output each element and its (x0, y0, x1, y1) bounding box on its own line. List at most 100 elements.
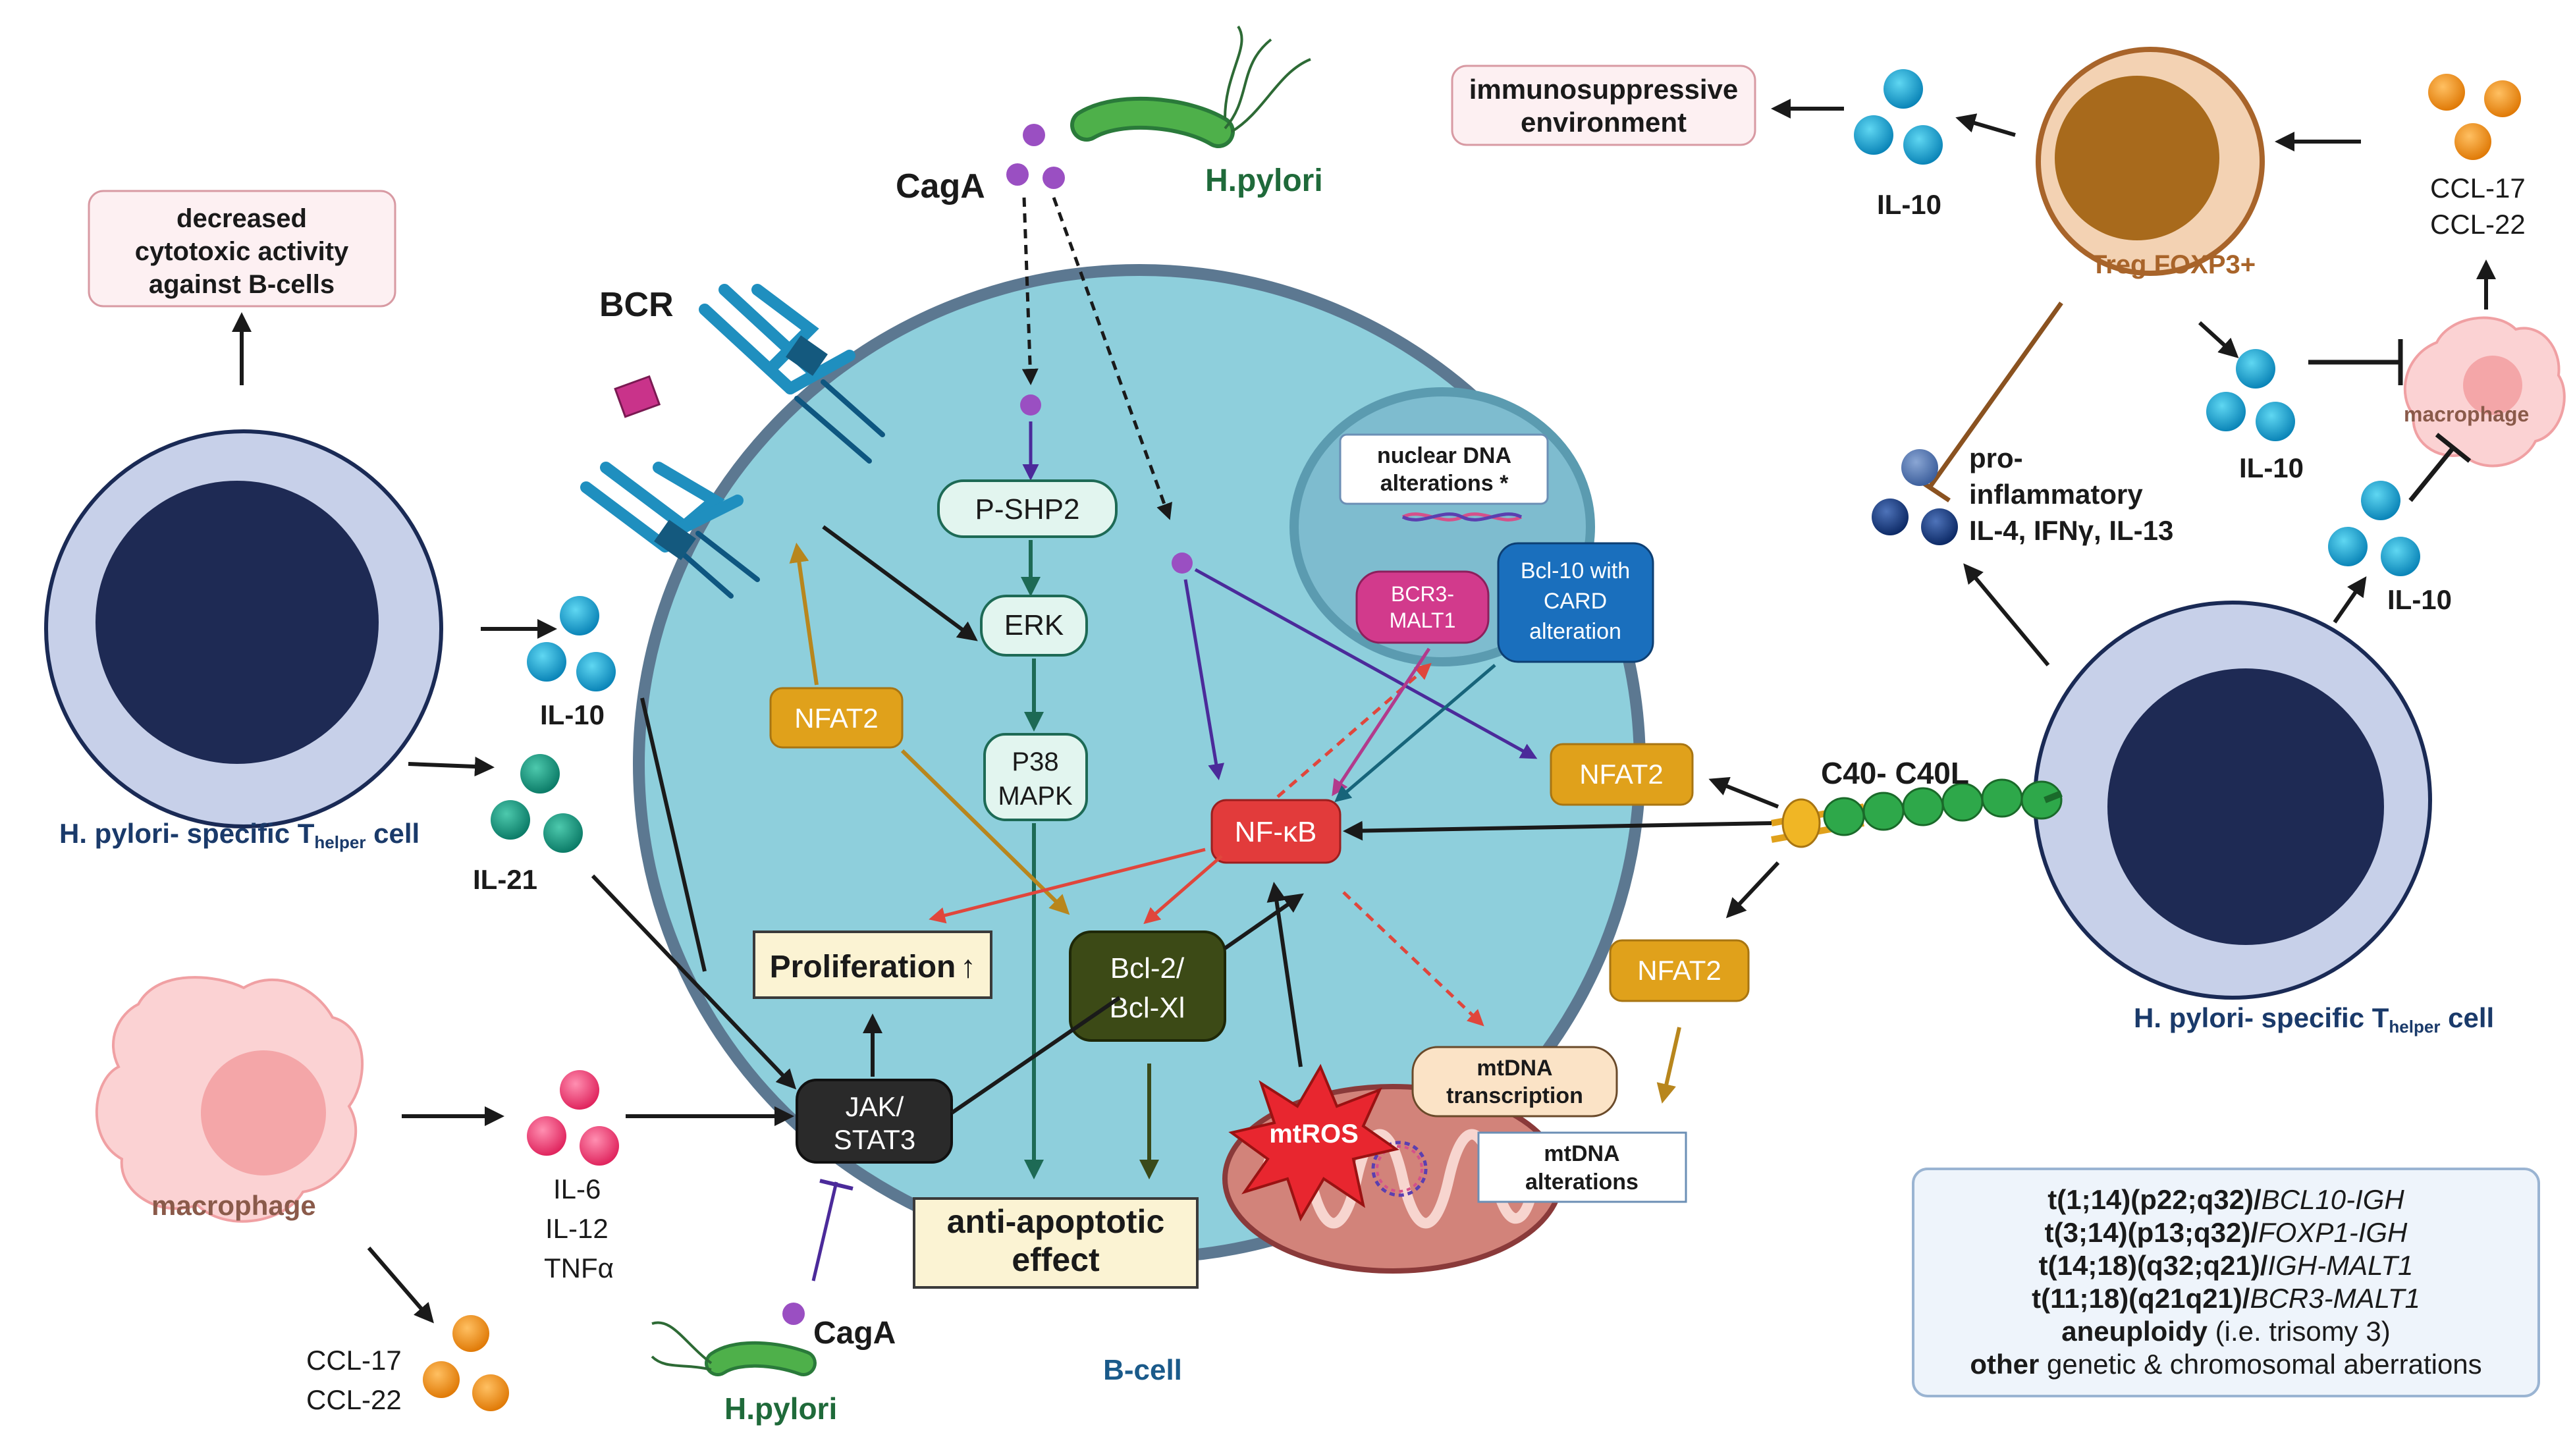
p38-l1: P38 (1012, 747, 1058, 776)
mtros-burst-icon (1228, 1064, 1399, 1222)
nfat2-right-label: NFAT2 (1579, 759, 1664, 790)
translocation-gene: FOXP1-IGH (2258, 1217, 2408, 1248)
antigen-icon (614, 375, 661, 418)
line-il10-jak (640, 697, 707, 972)
translocation-line: other genetic & chromosomal aberrations (1913, 1348, 2539, 1381)
treg-label: Treg FOXP3+ (2091, 250, 2256, 279)
arrow-cd40-nfkb (1343, 821, 1772, 841)
il10-cytokine-dot (527, 642, 566, 682)
erk-label: ERK (1004, 609, 1064, 641)
decreased-l3: against B-cells (149, 270, 335, 299)
translocation-code: t(3;14)(p13;q32)/ (2044, 1217, 2259, 1248)
il21-cytokine-dot (520, 754, 560, 794)
ccl17-left-label: CCL-17 (306, 1345, 402, 1376)
il10-cytokine-dot (1903, 125, 1943, 165)
nfat2-lower-label: NFAT2 (1637, 955, 1721, 986)
arrow-caga-diag (1052, 197, 1172, 520)
il12-label: IL-12 (545, 1213, 609, 1244)
translocation-code: t(1;14)(p22;q32)/ (2047, 1184, 2262, 1215)
translocation-gene: BCR3-MALT1 (2250, 1283, 2420, 1314)
macrophage-left-label: macrophage (151, 1190, 316, 1221)
inhibit-treg-proinf (1928, 301, 2063, 489)
bcl10-l1: Bcl-10 with (1521, 558, 1630, 583)
h-pylori-bacterium-bottom-icon (651, 1321, 817, 1376)
immuno-l2: environment (1521, 107, 1687, 138)
b-cell-label: B-cell (1103, 1354, 1182, 1386)
nfat2-right-node (1550, 743, 1694, 806)
inhibit-bar (2435, 433, 2472, 463)
jak-l1: JAK/ (846, 1091, 904, 1122)
nfkb-node (1210, 799, 1342, 864)
arrow-bcl10-nfkb (1334, 664, 1496, 803)
arrow-th-proinf (1963, 563, 2050, 666)
translocation-line: t(3;14)(p13;q32)/FOXP1-IGH (1913, 1216, 2539, 1249)
proinf-cytokine-dot (1921, 508, 1958, 545)
treg-nucleus (2055, 76, 2219, 240)
translocation-code: aneuploidy (2061, 1316, 2208, 1347)
arrow-bcl2-nfkb (1224, 893, 1304, 950)
arrow-nfkb-proliferation (929, 848, 1206, 924)
arrow-mtros-nfkb (1266, 882, 1303, 1067)
arrow-nfkb-mtdna (1342, 891, 1484, 1027)
decreased-cytotoxic-box (88, 190, 396, 308)
jak-l2: STAT3 (834, 1124, 915, 1155)
th-nucleus-right (2107, 668, 2384, 945)
translocation-line: t(11;18)(q21q21)/BCR3-MALT1 (1913, 1282, 2539, 1315)
ccl-cytokine-dot (472, 1374, 509, 1411)
il6-cytokine-dot (580, 1126, 619, 1166)
p38-l2: MAPK (998, 782, 1073, 811)
cd40-cd40l-receptor-icon (1771, 778, 2063, 848)
translocation-gene: IGH-MALT1 (2267, 1250, 2414, 1281)
proliferation-label: Proliferation (770, 950, 956, 984)
nuclear-dna-l2: alterations * (1380, 471, 1509, 496)
nuclear-dna-l1: nuclear DNA (1377, 443, 1511, 468)
inhibit-bar (819, 1179, 854, 1191)
th-nucleus-left (95, 481, 379, 764)
arrow-bcr-erk (822, 525, 978, 641)
antiapop-l1: anti-apoptotic (947, 1203, 1165, 1240)
mtdna-alterations-box (1477, 1131, 1687, 1203)
il10-cytokine-dot (560, 596, 599, 635)
decreased-l1: decreased (176, 204, 307, 233)
proliferation-up-arrow-icon: ↑ (960, 950, 976, 984)
mtdna-tx-l1: mtDNA (1477, 1056, 1552, 1081)
arrow-treg-il10 (1955, 113, 2016, 137)
il6-cytokine-dot (527, 1116, 566, 1156)
bcl10-card-box (1497, 542, 1654, 663)
il10-cytokine-dot (576, 652, 616, 691)
proinf-l1: pro- (1969, 443, 2023, 473)
caga-dot (1043, 167, 1065, 189)
il21-cytokine-dot (543, 813, 583, 853)
caga-top-label: CagA (896, 167, 985, 205)
arrow-bcr3-nfkb (1332, 647, 1431, 797)
antiapop-l2: effect (1012, 1241, 1100, 1278)
bcr3-l1: BCR3- (1391, 582, 1454, 606)
mtdna-alt-l1: mtDNA (1544, 1141, 1619, 1166)
ccl-cytokine-dot (2484, 80, 2521, 117)
caga-dot (1006, 163, 1029, 186)
decreased-l2: cytotoxic activity (135, 237, 349, 266)
bcl2-node (1069, 930, 1226, 1042)
caga-dot (1023, 124, 1045, 146)
h-pylori-bacterium-icon (1070, 25, 1311, 148)
il10-cytokine-dot (1884, 69, 1923, 109)
dna-helix-icon-b (1401, 512, 1523, 522)
th-left-label: H. pylori- specific Thelper cell (59, 818, 420, 852)
line-jak-bcl2 (950, 996, 1121, 1115)
immunosuppressive-box (1451, 65, 1756, 146)
arrow-th-il10-low (2333, 576, 2367, 624)
immuno-l1: immunosuppressive (1469, 74, 1738, 105)
arrow-il21-jak (591, 874, 797, 1090)
arrow-cd40-nfat2 (1708, 776, 1779, 809)
nfat2-lower-node (1609, 939, 1750, 1002)
il10-cytokine-dot (1854, 115, 1893, 155)
il21-label: IL-21 (473, 864, 537, 895)
ccl-cytokine-dot (423, 1361, 460, 1398)
bcl2-l2: Bcl-Xl (1110, 992, 1185, 1024)
il10-cytokine-dot (2256, 402, 2295, 441)
translocation-code: t(11;18)(q21q21)/ (2032, 1283, 2250, 1314)
mtdna-alt-l2: alterations (1525, 1170, 1639, 1195)
p38-mapk-node (983, 733, 1088, 821)
translocations-box (1912, 1168, 2540, 1397)
